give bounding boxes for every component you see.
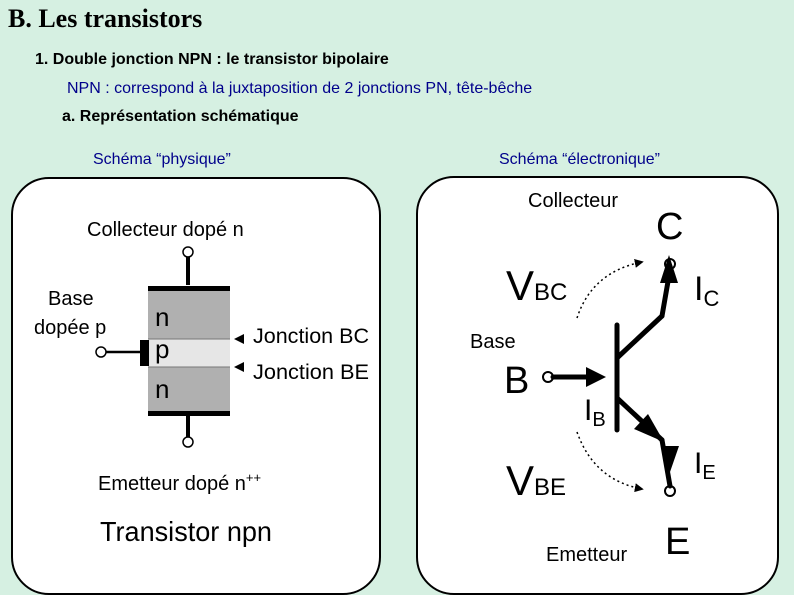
junction-bc-arrow [234, 334, 244, 344]
junction-be-arrow [234, 362, 244, 372]
transistor-npn-caption: Transistor npn [100, 516, 272, 547]
npn-transistor-symbol [550, 267, 673, 489]
base-current-arrow [586, 367, 606, 387]
ie-label: IE [694, 447, 716, 484]
base-label-line2: dopée p [34, 317, 106, 339]
collector-doped-label: Collecteur dopé n [87, 219, 244, 241]
page-title: B. Les transistors [8, 4, 203, 33]
physical-schema-caption: Schéma “physique” [93, 151, 231, 168]
layer-p-base [148, 339, 230, 367]
junction-bc-label: Jonction BC [253, 325, 369, 348]
emitter-word: Emetteur [546, 544, 627, 566]
ie-current-arrow [661, 446, 679, 472]
electronic-schema-panel [416, 176, 779, 595]
electronic-schema-caption: Schéma “électronique” [499, 151, 660, 168]
layer-p-label: p [155, 334, 169, 364]
collector-terminal [182, 246, 194, 285]
base-contact [140, 340, 149, 366]
vbc-label: VBC [506, 262, 567, 309]
base-word: Base [470, 331, 516, 353]
collector-word: Collecteur [528, 190, 618, 212]
subsection-heading: a. Représentation schématique [62, 108, 299, 125]
ib-label: IB [584, 394, 606, 431]
base-letter: B [504, 360, 529, 402]
vbe-voltage-arc [576, 431, 644, 493]
emitter-contact [148, 411, 230, 416]
vbe-label: VBE [506, 457, 566, 504]
emitter-letter: E [665, 521, 690, 563]
section-heading: 1. Double jonction NPN : le transistor b… [35, 51, 389, 68]
ic-current-arrow [660, 255, 678, 283]
layer-n-emitter [148, 367, 230, 412]
layer-n-top-label: n [155, 302, 169, 332]
section-description: NPN : correspond à la juxtaposition de 2… [67, 80, 533, 97]
vbc-voltage-arc [576, 259, 644, 319]
emitter-terminal [182, 416, 194, 448]
ic-label: IC [694, 270, 719, 311]
emitter-arrow [634, 414, 664, 442]
layer-n-collector [148, 290, 230, 339]
emitter-doped-label: Emetteur dopé n++ [98, 470, 261, 495]
layer-n-bottom-label: n [155, 374, 169, 404]
junction-be-label: Jonction BE [253, 361, 369, 384]
collector-letter: C [656, 206, 683, 248]
collector-contact [148, 286, 230, 291]
base-label-line1: Base [48, 288, 94, 310]
base-terminal [95, 346, 146, 358]
